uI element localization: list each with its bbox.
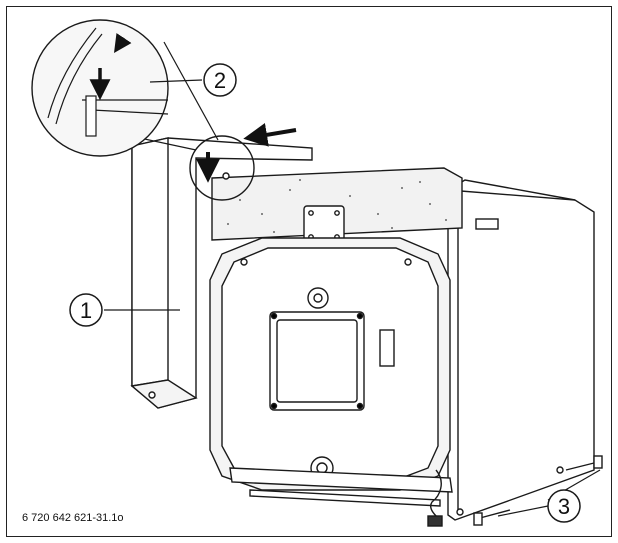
callout-1: 1 — [69, 293, 103, 327]
detail-magnifier — [31, 19, 219, 157]
base-rail — [229, 467, 453, 507]
slide-arrow — [243, 123, 297, 147]
front-panel — [130, 137, 313, 409]
boiler-body — [209, 237, 451, 491]
svg-text:3: 3 — [558, 494, 570, 519]
detail-circle-small — [189, 135, 255, 201]
callout-2: 2 — [203, 63, 237, 97]
side-casing — [447, 179, 595, 521]
figure-id: 6 720 642 621-31.1o — [22, 512, 124, 524]
mounting-screws — [456, 455, 603, 526]
svg-text:2: 2 — [214, 68, 226, 93]
svg-text:1: 1 — [80, 298, 92, 323]
cable-connector — [427, 469, 443, 527]
callout-3: 3 — [547, 489, 581, 523]
top-insulation — [211, 167, 463, 241]
